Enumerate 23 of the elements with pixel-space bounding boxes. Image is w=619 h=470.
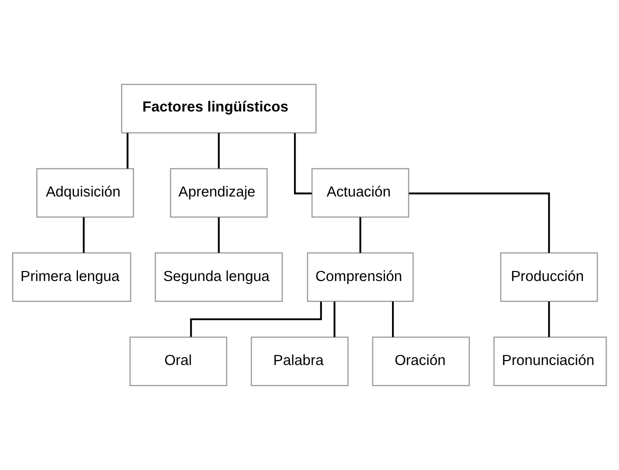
node-box: Pronunciación xyxy=(493,336,607,386)
node-box: Actuación xyxy=(311,168,410,218)
connector xyxy=(294,133,312,194)
node-box: Aprendizaje xyxy=(170,168,268,218)
connector xyxy=(218,217,220,253)
connector xyxy=(190,302,322,337)
connector xyxy=(548,301,550,338)
node-box: Producción xyxy=(500,252,598,302)
connector xyxy=(334,301,336,338)
node-box: Adquisición xyxy=(36,168,134,218)
connector xyxy=(408,192,550,253)
connector xyxy=(218,133,220,169)
node-box: Oración xyxy=(372,336,470,386)
node-box: Factores lingüísticos xyxy=(121,84,317,134)
node-box: Oral xyxy=(130,336,228,386)
connector xyxy=(359,217,362,253)
node-box: Segunda lengua xyxy=(154,252,283,302)
connector xyxy=(392,301,394,338)
node-box: Palabra xyxy=(250,336,349,386)
connector xyxy=(82,217,85,253)
node-box: Primera lengua xyxy=(12,252,132,302)
node-box: Comprensión xyxy=(306,252,414,302)
connector xyxy=(126,133,128,169)
